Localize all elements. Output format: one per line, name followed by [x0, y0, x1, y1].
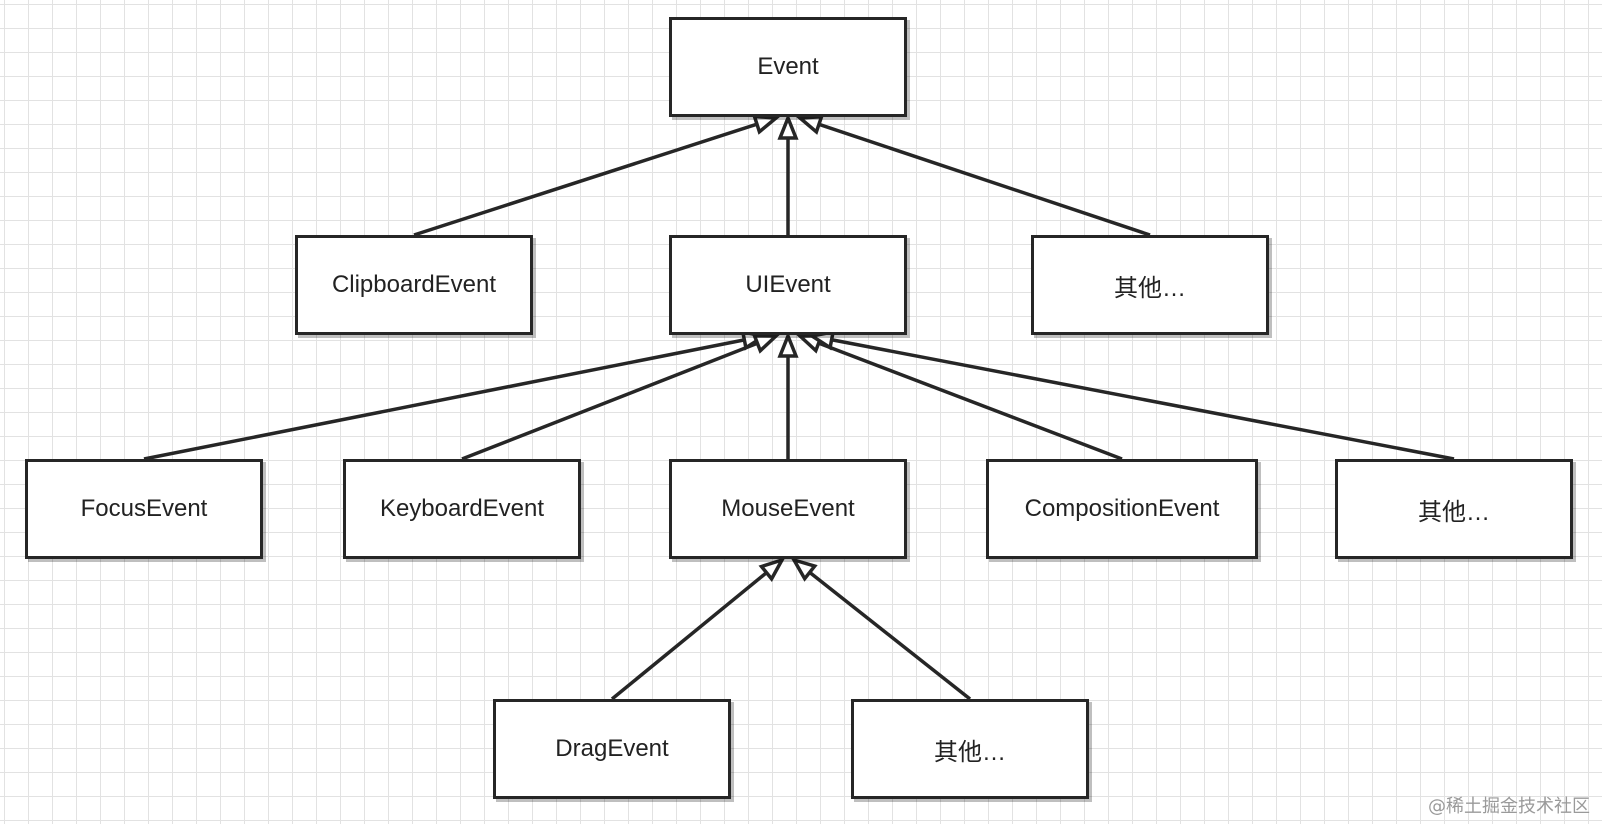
edge-other2-to-uievent [807, 329, 1455, 461]
node-composition-event-label: CompositionEvent [1024, 495, 1220, 522]
node-event: Event [669, 17, 907, 117]
node-event-label: Event [757, 53, 819, 80]
node-drag-event-label: DragEvent [555, 735, 669, 762]
edge-other1-to-event [795, 114, 1151, 237]
inheritance-arrowhead-icon [758, 557, 786, 583]
edge-other3-to-mouse [790, 557, 972, 701]
inheritance-arrowhead-icon [790, 557, 818, 582]
edge-line [610, 571, 768, 701]
node-focus-event-label: FocusEvent [80, 495, 208, 522]
node-drag-event: DragEvent [493, 699, 731, 799]
node-other-event-level2-label: 其他… [1418, 498, 1490, 526]
node-keyboard-event-label: KeyboardEvent [379, 495, 545, 522]
edge-clipboard-to-event [413, 114, 781, 237]
node-other-event-level1: 其他… [1031, 235, 1269, 335]
node-other-event-level1-label: 其他… [1114, 274, 1186, 302]
inheritance-arrowhead-icon [751, 334, 781, 354]
edge-line [818, 341, 1123, 461]
edge-line [818, 122, 1151, 237]
edge-mouse-to-uievent [777, 331, 799, 459]
edge-uievent-to-event [777, 113, 799, 235]
node-focus-event: FocusEvent [25, 459, 263, 559]
watermark: @稀土掘金技术社区 [1428, 796, 1590, 817]
edge-line [461, 341, 759, 461]
edge-drag-to-mouse [610, 557, 786, 701]
node-clipboard-event-label: ClipboardEvent [331, 271, 497, 298]
edge-line [413, 122, 758, 237]
inheritance-arrowhead-icon [752, 114, 781, 135]
node-mouse-event: MouseEvent [669, 459, 907, 559]
inheritance-arrowhead-icon [795, 114, 824, 135]
edge-focus-to-uievent [143, 329, 769, 461]
node-ui-event-label: UIEvent [745, 271, 831, 298]
node-other-event-level3-label: 其他… [934, 738, 1006, 766]
node-other-event-level3: 其他… [851, 699, 1089, 799]
node-composition-event: CompositionEvent [986, 459, 1258, 559]
edge-line [143, 338, 745, 461]
edge-composition-to-uievent [795, 333, 1123, 461]
inheritance-arrowhead-icon [777, 113, 799, 140]
edge-keyboard-to-uievent [461, 334, 781, 461]
node-other-event-level2: 其他… [1335, 459, 1573, 559]
edge-line [808, 571, 972, 701]
node-ui-event: UIEvent [669, 235, 907, 335]
node-mouse-event-label: MouseEvent [721, 495, 855, 522]
node-clipboard-event: ClipboardEvent [295, 235, 533, 335]
edge-line [831, 338, 1455, 461]
node-keyboard-event: KeyboardEvent [343, 459, 581, 559]
inheritance-arrowhead-icon [777, 331, 799, 358]
